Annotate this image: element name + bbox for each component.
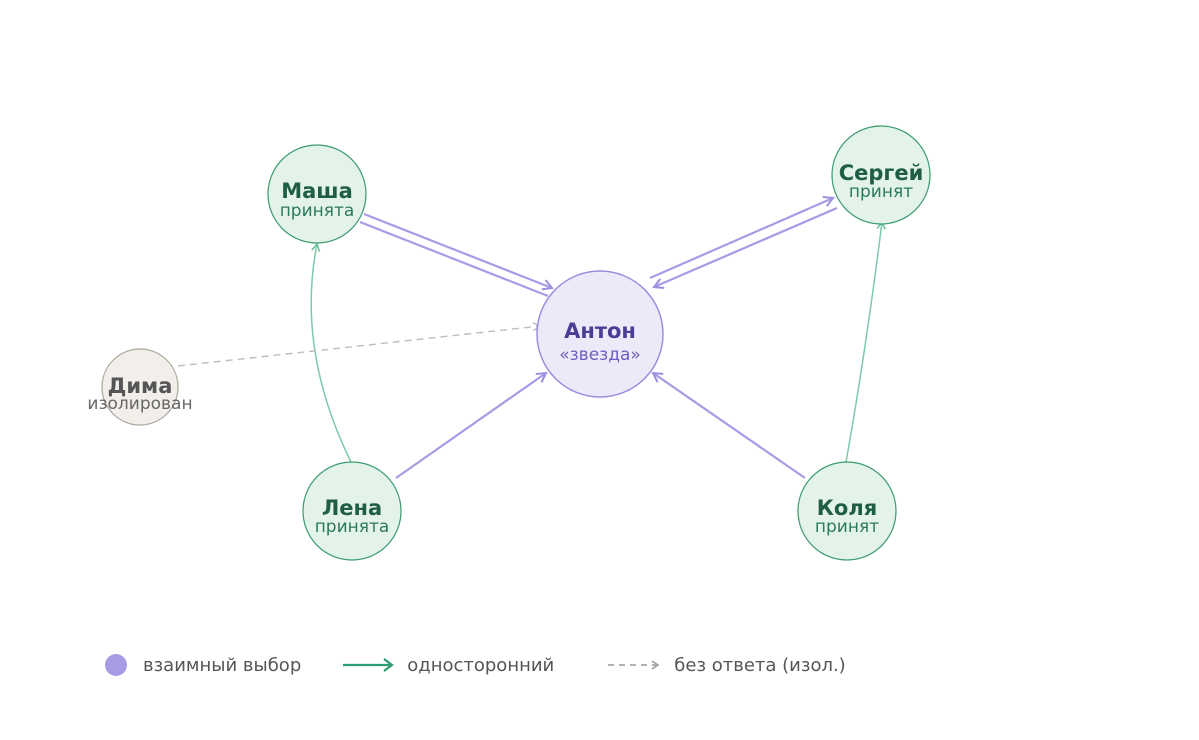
node-lena-status: принята (315, 517, 390, 537)
node-masha[interactable]: Маша принята (267, 144, 367, 244)
legend-no-answer-arrow-icon (608, 660, 660, 670)
node-sergey-circle (831, 125, 931, 225)
legend-no-answer-label: без ответа (изол.) (674, 654, 846, 676)
node-masha-status: принята (280, 201, 355, 221)
node-kolya-circle (797, 461, 897, 561)
legend-mutual-dot-icon (105, 654, 127, 676)
legend-one-way-label: односторонний (407, 654, 555, 676)
node-kolya-status: принят (815, 517, 879, 537)
legend-one-way-arrow-icon (343, 658, 395, 672)
edge-dima-to-anton (177, 322, 542, 367)
legend-item-no-answer: без ответа (изол.) (606, 654, 846, 676)
node-sergey-name: Сергей (839, 161, 924, 185)
node-anton-circle (536, 270, 664, 398)
node-dima[interactable]: Дима изолирован (87, 348, 193, 426)
sociogram: Антон «звезда» Маша принята Сергей приня… (87, 125, 931, 561)
edges (177, 198, 886, 479)
node-dima-circle (101, 348, 179, 426)
node-masha-circle (267, 144, 367, 244)
node-anton-status: «звезда» (559, 345, 641, 365)
edge-sergey-to-anton (654, 206, 838, 287)
node-lena[interactable]: Лена принята (302, 461, 402, 561)
node-dima-status: изолирован (87, 394, 192, 414)
node-sergey-status: принят (849, 182, 913, 202)
node-anton-name: Антон (564, 319, 636, 343)
legend-item-mutual: взаимный выбор (105, 654, 301, 676)
edge-lena-to-masha (310, 242, 352, 463)
node-kolya[interactable]: Коля принят (797, 461, 897, 561)
node-kolya-name: Коля (817, 496, 877, 520)
node-anton[interactable]: Антон «звезда» (536, 270, 664, 398)
node-lena-name: Лена (322, 496, 382, 520)
edge-anton-to-sergey (649, 198, 833, 280)
legend: взаимный выбор односторонний без ответа … (105, 648, 846, 682)
edge-kolya-to-anton (653, 373, 806, 479)
edge-masha-to-anton (363, 212, 552, 288)
edge-kolya-to-sergey (845, 220, 886, 463)
legend-mutual-label: взаимный выбор (143, 654, 302, 676)
node-lena-circle (302, 461, 402, 561)
node-sergey[interactable]: Сергей принят (831, 125, 931, 225)
edge-anton-to-masha (359, 220, 549, 298)
node-masha-name: Маша (281, 179, 353, 203)
node-dima-name: Дима (108, 374, 173, 398)
legend-item-one-way: односторонний (341, 655, 554, 676)
edge-lena-to-anton (395, 373, 546, 479)
